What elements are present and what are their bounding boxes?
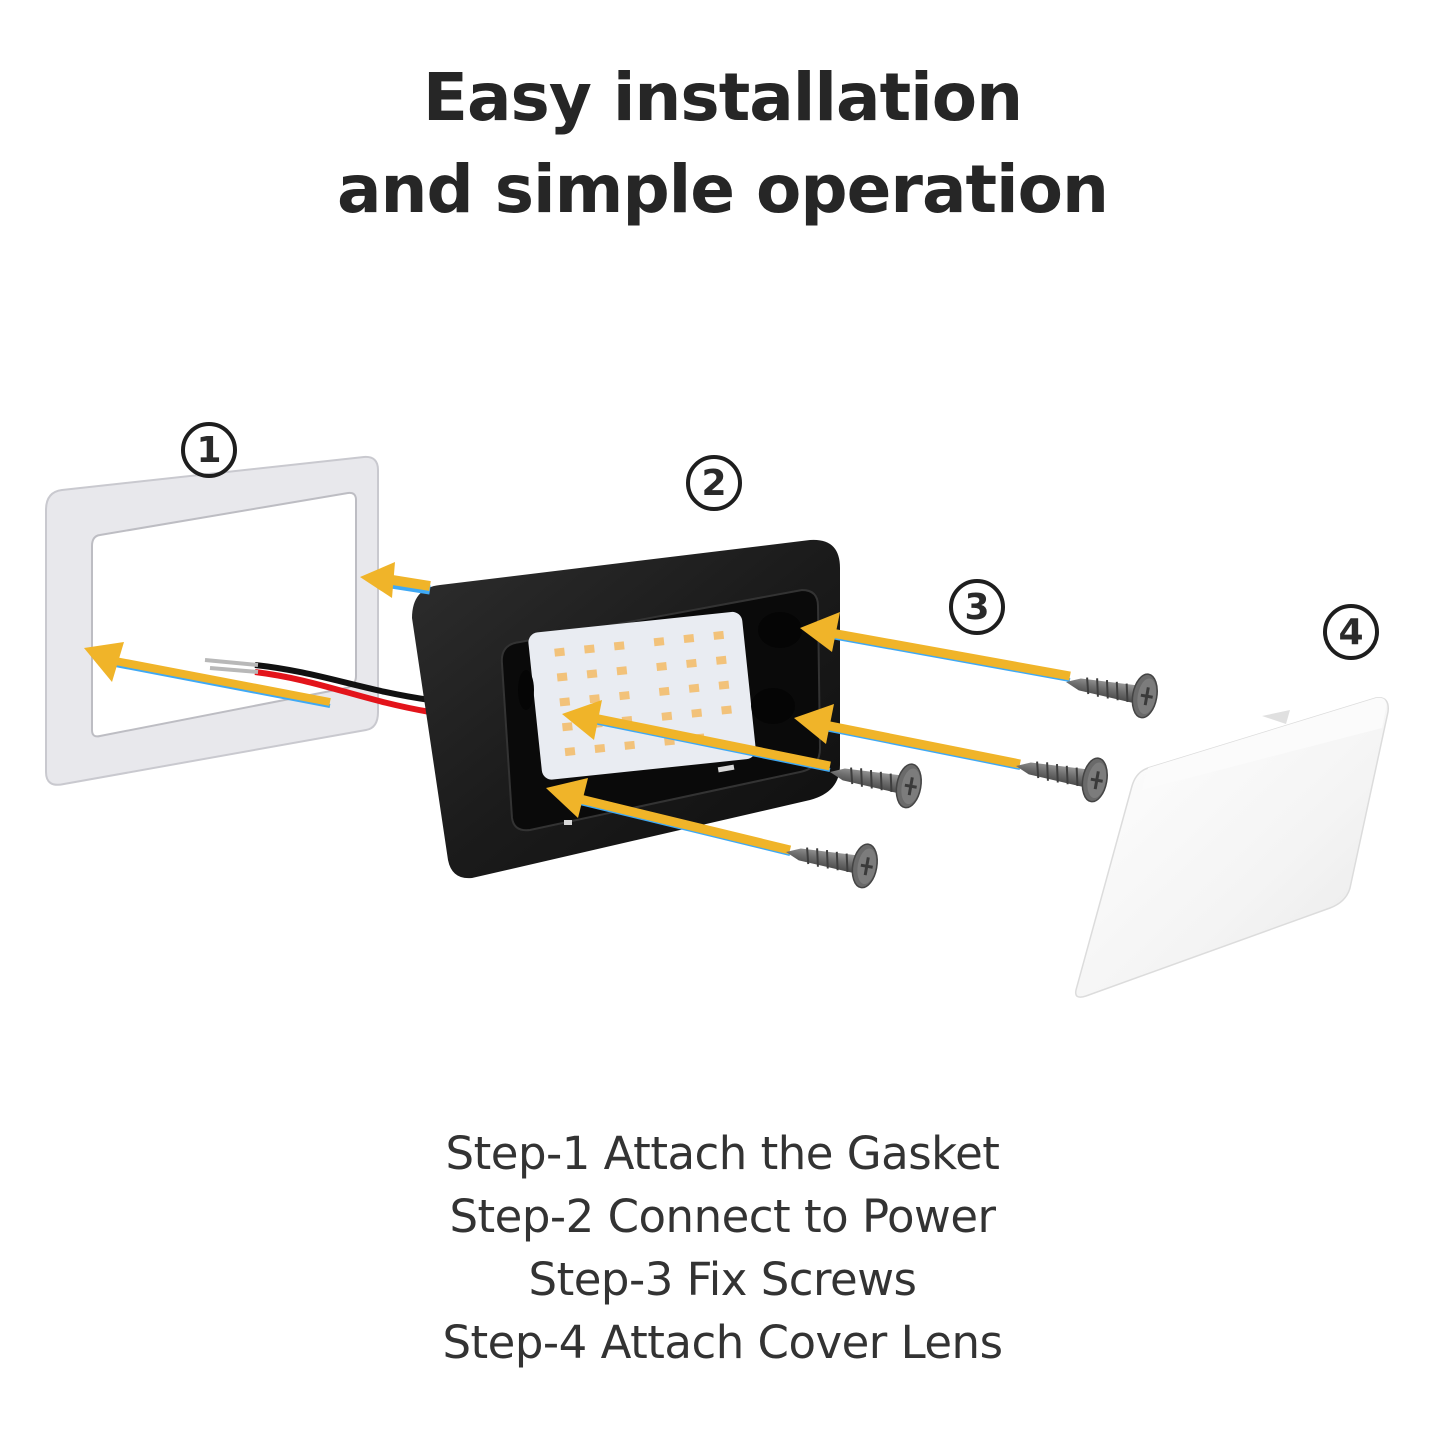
arrow-icon [546,778,792,856]
light-housing-illustration [412,539,840,879]
power-wires [204,658,431,715]
page-title: Easy installation and simple operation [0,52,1445,236]
step-badge-2: 2 [686,455,742,511]
arrow-icon [562,700,831,772]
step-4-label: Step-4 Attach Cover Lens [442,1316,1003,1369]
cover-lens-illustration [1074,697,1389,998]
assembly-arrows [84,562,1071,856]
gasket-illustration [45,455,379,786]
arrow-icon [794,704,1021,770]
badge-number: 4 [1338,611,1364,653]
step-2-label: Step-2 Connect to Power [449,1190,996,1243]
screw-icon [1010,742,1112,806]
step-badge-4: 4 [1323,604,1379,660]
arrow-icon [800,612,1071,682]
steps-list: Step-1 Attach the Gasket Step-2 Connect … [0,1122,1445,1374]
screw-icon [824,748,926,812]
step-1-label: Step-1 Attach the Gasket [445,1127,1000,1180]
screw-icon [1060,658,1162,722]
step-3-label: Step-3 Fix Screws [528,1253,917,1306]
badge-number: 1 [196,429,222,471]
badge-number: 2 [701,462,727,504]
title-line-1: Easy installation [422,59,1023,136]
arrow-icon [84,642,331,708]
arrow-icon [360,562,431,598]
screw-icon [780,828,882,892]
step-badge-1: 1 [181,422,237,478]
title-line-2: and simple operation [337,151,1109,228]
step-badge-3: 3 [949,579,1005,635]
badge-number: 3 [964,586,990,628]
